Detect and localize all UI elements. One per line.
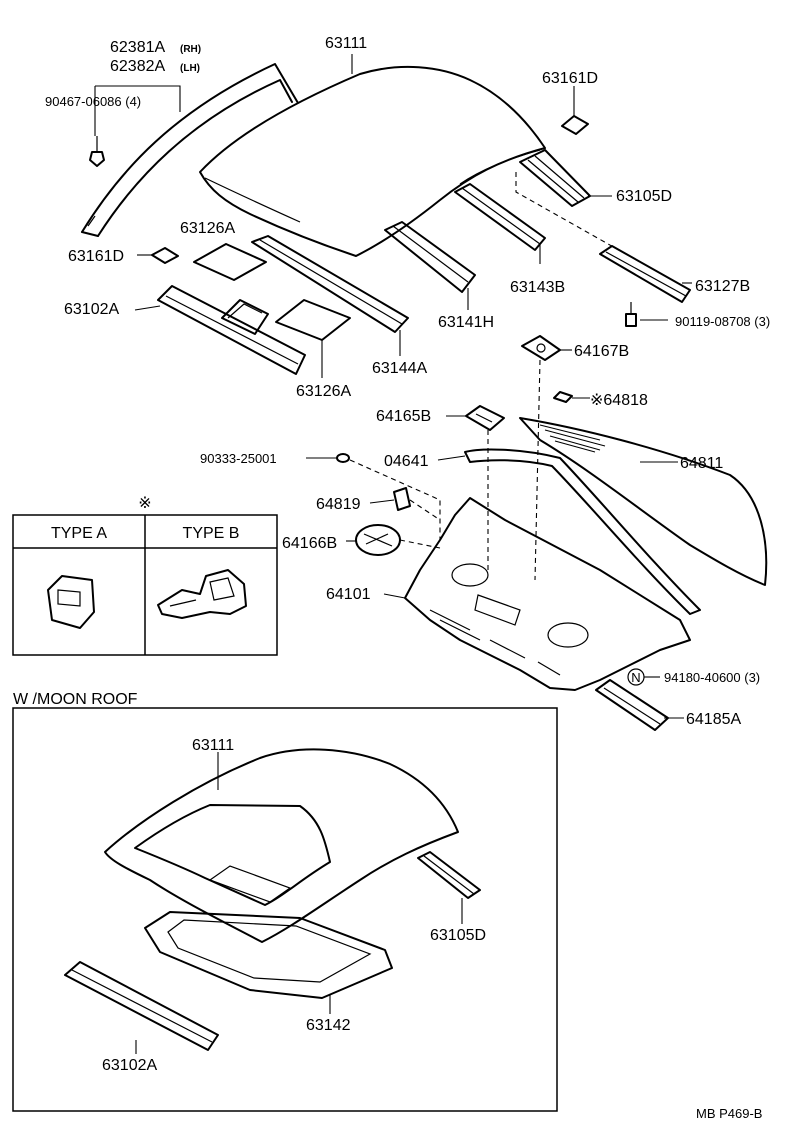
label-62382A: 62382A — [110, 58, 165, 75]
label-63126A-top: 63126A — [180, 220, 235, 237]
label-64811: 64811 — [680, 455, 723, 472]
cushion-64819-part — [393, 487, 411, 511]
type-b-header: TYPE B — [183, 525, 240, 542]
moon-roof-front-header-part — [64, 961, 219, 1051]
label-90119: 90119-08708 (3) — [675, 314, 770, 329]
moon-roof-label-63105D: 63105D — [430, 927, 486, 944]
bracket-64165B-part — [465, 405, 505, 431]
cushion-pad-part — [151, 247, 179, 264]
moon-roof-label-63102A: 63102A — [102, 1057, 157, 1074]
label-64818: ※64818 — [590, 392, 648, 409]
label-64185A: 64185A — [686, 711, 741, 728]
moon-roof-label-63111: 63111 — [192, 737, 234, 754]
cushion-pad-top-part — [561, 115, 589, 135]
label-63111: 63111 — [325, 35, 367, 52]
svg-text:N: N — [631, 670, 640, 685]
silencer-sheet-lower-part — [275, 299, 351, 341]
label-63141H: 63141H — [438, 314, 494, 331]
cushion-64818-part — [553, 391, 573, 403]
bolt-part — [625, 302, 637, 327]
roof-bow-front-part — [251, 235, 409, 333]
roof-bow-rear-part — [454, 183, 546, 251]
label-63126A: 63126A — [296, 383, 351, 400]
label-94180: 94180-40600 (3) — [664, 670, 760, 685]
silencer-sheet-upper-part — [193, 243, 267, 281]
package-tray-panel-part — [404, 497, 691, 691]
roof-bow-center-part — [384, 221, 476, 293]
type-b-bracket-part — [157, 569, 247, 619]
label-64101: 64101 — [326, 586, 371, 603]
label-63105D: 63105D — [616, 188, 672, 205]
bracket-64167B-part — [521, 335, 561, 361]
label-62381A-side: (RH) — [180, 44, 201, 55]
label-63127B: 63127B — [695, 278, 750, 295]
moon-roof-frame-part — [144, 911, 393, 999]
moon-roof-box — [12, 707, 558, 1112]
label-62381A: 62381A — [110, 39, 165, 56]
label-64819: 64819 — [316, 496, 361, 513]
moon-roof-label-63142: 63142 — [306, 1017, 351, 1034]
grommet-90333-part — [336, 453, 350, 463]
label-63161D-top: 63161D — [542, 70, 598, 87]
moon-roof-title: W /MOON ROOF — [13, 691, 138, 708]
label-62382A-side: (LH) — [180, 63, 200, 74]
nut-symbol-icon: N — [627, 668, 645, 686]
type-a-bracket-part — [47, 575, 95, 629]
label-64165B: 64165B — [376, 408, 431, 425]
rear-reinforcement-part — [599, 245, 691, 303]
roof-front-header-part — [157, 285, 306, 375]
label-63102A: 63102A — [64, 301, 119, 318]
label-90333: 90333-25001 — [200, 451, 277, 466]
clip-fastener-part — [89, 136, 105, 167]
label-63143B: 63143B — [510, 279, 565, 296]
speaker-grille-part — [355, 524, 401, 556]
roof-rear-crossmember-part — [519, 149, 591, 207]
diagram-code: MB P469-B — [696, 1106, 762, 1121]
label-04641: 04641 — [384, 453, 429, 470]
label-90467: 90467-06086 (4) — [45, 94, 141, 109]
label-63144A: 63144A — [372, 360, 427, 377]
seal-04641-part — [464, 448, 701, 615]
label-64167B: 64167B — [574, 343, 629, 360]
bracket-64185A-part — [595, 679, 669, 731]
label-64166B: 64166B — [282, 535, 337, 552]
type-variant-box: ※ TYPE A TYPE B — [12, 495, 278, 656]
moon-roof-rear-crossmember-part — [417, 851, 481, 899]
type-a-header: TYPE A — [51, 525, 107, 542]
moon-roof-panel-part — [104, 748, 459, 943]
package-tray-trim-part — [519, 417, 768, 586]
type-box-mark: ※ — [138, 495, 151, 512]
roof-panel-part — [199, 65, 546, 257]
label-63161D: 63161D — [68, 248, 124, 265]
roof-drip-moulding-part — [81, 63, 299, 237]
